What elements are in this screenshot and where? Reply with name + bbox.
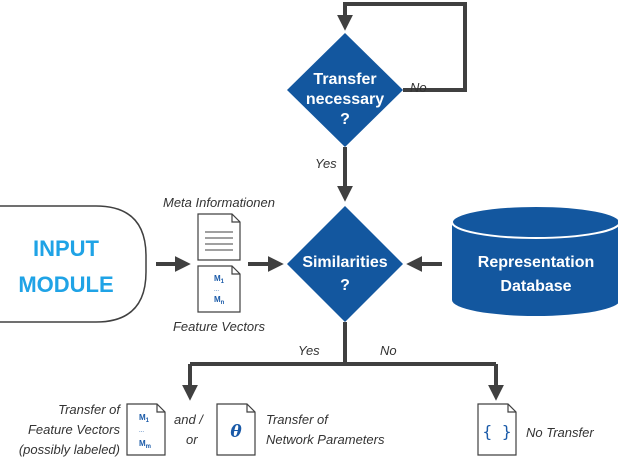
meta-document-lines [205, 231, 233, 251]
meta-document-icon [197, 213, 241, 261]
input-module-line1: INPUT [33, 236, 100, 261]
meta-info-label: Meta Informationen [163, 195, 275, 210]
fv-transfer-line1: Transfer of [58, 402, 121, 417]
representation-database-cylinder [451, 205, 618, 316]
transfer-decision-diamond [287, 33, 403, 147]
fv-top-symbol: M1 [214, 274, 225, 285]
no-loop-label: No [410, 80, 427, 95]
theta-symbol: θ [230, 422, 242, 442]
fv-output-document-icon [126, 403, 166, 456]
fv-dots: ... [214, 287, 219, 293]
np-transfer-line2: Network Parameters [266, 432, 385, 447]
fv-output-top-symbol: M1 [139, 413, 150, 424]
fv-transfer-line2: Feature Vectors [28, 422, 121, 437]
no-transfer-label: No Transfer [526, 425, 594, 440]
no-branch-label: No [380, 343, 397, 358]
similarities-decision-diamond [287, 206, 403, 322]
fv-transfer-line3: (possibly labeled) [19, 442, 120, 457]
yes-branch-label: Yes [298, 343, 320, 358]
input-module-line2: MODULE [18, 272, 113, 297]
transfer-decision-line1: Transfer [313, 71, 376, 88]
branch-connector [190, 322, 496, 366]
fv-bottom-symbol: Mn [214, 295, 225, 306]
empty-braces-symbol: { } [483, 422, 512, 441]
fv-output-dots: ... [139, 428, 144, 434]
fv-output-bottom-symbol: Mm [139, 439, 151, 450]
and-or-line2: or [186, 432, 198, 447]
database-line2: Database [500, 278, 571, 295]
database-line1: Representation [478, 254, 594, 271]
feature-vector-document-icon [197, 265, 241, 313]
loop-arrow [337, 2, 467, 92]
similarities-line1: Similarities [302, 254, 387, 271]
yes-down-label: Yes [315, 156, 337, 171]
and-or-line1: and / [174, 412, 204, 427]
transfer-decision-line2: necessary [306, 91, 384, 108]
input-module-shape [0, 205, 147, 323]
network-params-document-icon [216, 403, 256, 456]
feature-vectors-label: Feature Vectors [173, 319, 266, 334]
transfer-decision-line3: ? [340, 111, 350, 128]
similarities-line2: ? [340, 277, 350, 294]
np-transfer-line1: Transfer of [266, 412, 329, 427]
no-transfer-document-icon [477, 403, 517, 456]
